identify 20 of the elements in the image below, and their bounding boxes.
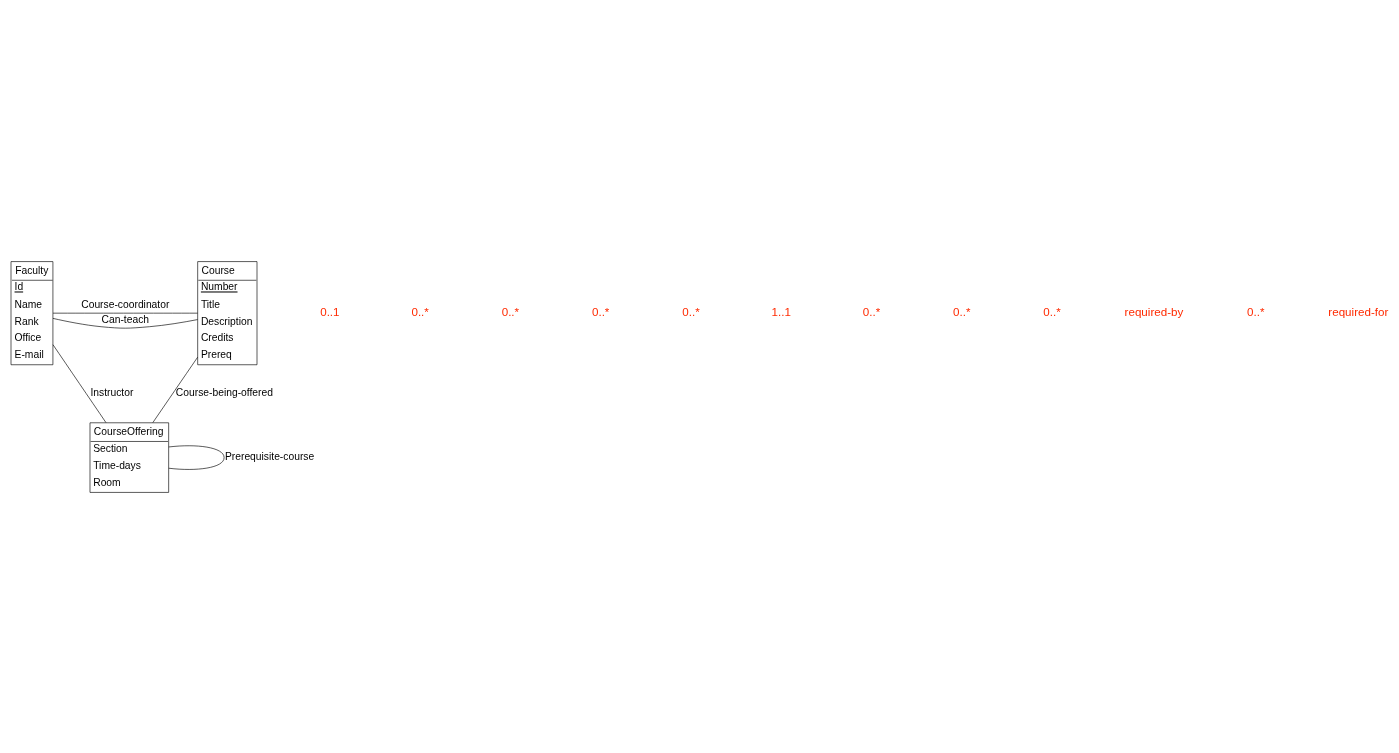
label: 0..* [1043,304,1061,318]
label: required-by [1124,304,1184,318]
connector [52,317,198,328]
label: 0..* [1247,304,1265,318]
connector [152,356,198,423]
edge-label: Prerequisite-course [224,450,315,462]
label: 0..* [411,304,429,318]
label: 0..* [682,304,700,318]
label: 0..* [501,304,520,318]
label: required-for [1328,304,1389,318]
label: 0..* [591,304,610,318]
connector [52,343,107,423]
label: 1..1 [771,304,791,318]
label: 0..1 [320,304,340,318]
edge-label: Course-being-offered [175,386,273,398]
edge-label: Course-coordinator [81,298,170,310]
edge-label: Can-teach [101,313,150,325]
label: 0..* [953,304,971,318]
edge-label: Instructor [90,386,134,398]
label: 0..* [862,304,881,318]
